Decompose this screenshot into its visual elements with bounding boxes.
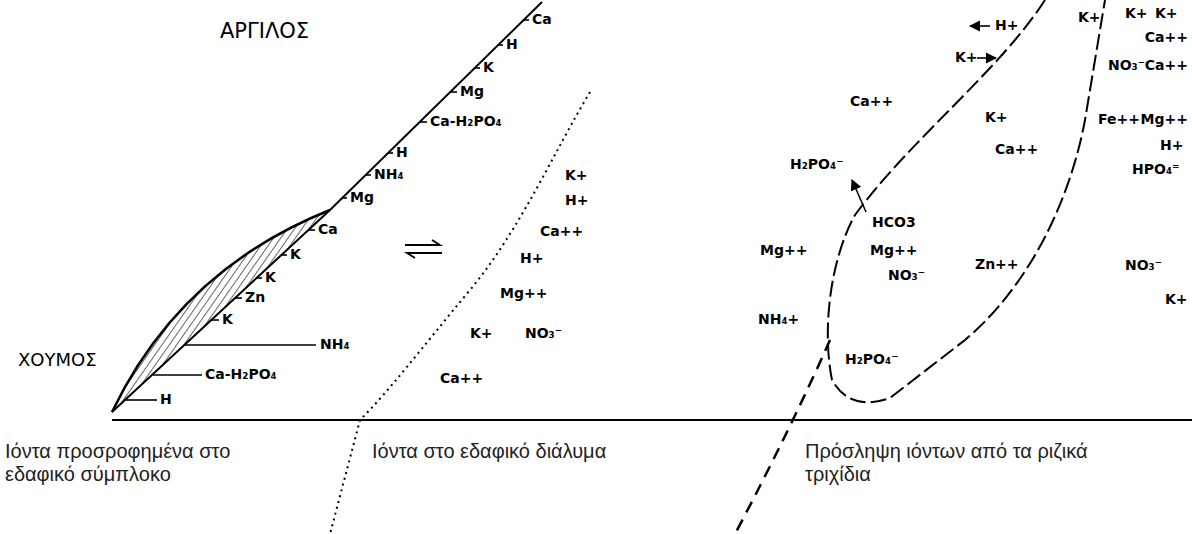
ion-label: Fe++ xyxy=(1098,112,1140,127)
ion-label: H₂PO₄⁻ xyxy=(845,352,899,367)
ion-label: K+ xyxy=(1125,6,1148,21)
region-label: ΑΡΓΙΛΟΣ xyxy=(220,20,309,43)
ion-label: K+ xyxy=(1155,6,1178,21)
ion-label: Mg++ xyxy=(760,243,807,258)
ion-label: Ca++ xyxy=(850,94,893,109)
clay-surface xyxy=(112,2,542,412)
ion-label: NO₃⁻ xyxy=(888,268,925,283)
ion-label: Zn xyxy=(245,290,265,305)
ion-label: K+ xyxy=(1165,292,1188,307)
ion-label: NH₄ xyxy=(320,337,350,352)
ion-label: Zn++ xyxy=(975,257,1019,272)
ion-ticks xyxy=(126,20,529,400)
ion-label: K xyxy=(265,270,276,285)
ion-label: Ca-H₂PO₄ xyxy=(430,114,502,129)
ion-label: Mg xyxy=(460,84,484,99)
ion-label: H xyxy=(506,37,518,52)
ion-label: K+ xyxy=(955,50,978,65)
ion-label: H+ xyxy=(1160,138,1183,153)
ion-label: H xyxy=(160,392,172,407)
ion-label: K+ xyxy=(1078,10,1101,25)
ion-label: Ca xyxy=(318,222,338,237)
ion-label: K+ xyxy=(470,326,493,341)
ion-label: Ca++ xyxy=(1145,30,1188,45)
exchange-arrows xyxy=(405,240,442,258)
ground-line xyxy=(112,419,1192,421)
ion-label: Mg++ xyxy=(870,243,917,258)
ion-label: Ca-H₂PO₄ xyxy=(205,367,277,382)
ion-label: NH₄+ xyxy=(758,312,799,327)
caption: Ιόντα στο εδαφικό διάλυμα xyxy=(372,440,606,463)
ion-label: HCO3 xyxy=(872,215,916,230)
solution-boundary xyxy=(330,92,590,534)
ion-label: NO₃⁻ xyxy=(1108,58,1145,73)
ion-label: H+ xyxy=(565,193,588,208)
caption: Πρόσληψη ιόντων από τα ριζικά τριχίδια xyxy=(805,440,1090,486)
ion-label: H xyxy=(396,145,408,160)
ion-label: NO₃⁻ xyxy=(1125,258,1162,273)
ion-label: Mg++ xyxy=(500,286,547,301)
region-label: ΧΟΥΜΟΣ xyxy=(18,350,97,370)
ion-label: K xyxy=(222,312,233,327)
ion-label: K+ xyxy=(985,110,1008,125)
uptake-arrows xyxy=(852,26,996,212)
ion-label: K+ xyxy=(565,168,588,183)
ion-label: NH₄ xyxy=(374,167,404,182)
ion-label: Mg xyxy=(350,190,374,205)
ion-label: H₂PO₄⁻ xyxy=(790,157,844,172)
ion-label: K xyxy=(290,247,301,262)
ion-label: NO₃⁻ xyxy=(525,326,562,341)
ion-label: Ca xyxy=(532,12,552,27)
root-hair-wall xyxy=(828,0,1105,402)
ion-label: Ca++ xyxy=(440,371,483,386)
ion-label: Ca++ xyxy=(540,224,583,239)
ion-label: Ca++ xyxy=(995,142,1038,157)
caption: Ιόντα προσροφημένα στο εδαφικό σύμπλοκο xyxy=(5,440,290,486)
ion-label: H+ xyxy=(995,18,1018,33)
ion-label: HPO₄⁼ xyxy=(1132,162,1179,177)
root-surface xyxy=(735,340,830,534)
ion-label: Ca++ xyxy=(1145,58,1188,73)
ion-label: Mg++ xyxy=(1141,112,1188,127)
ion-label: H+ xyxy=(520,251,543,266)
ion-label: K xyxy=(483,60,494,75)
